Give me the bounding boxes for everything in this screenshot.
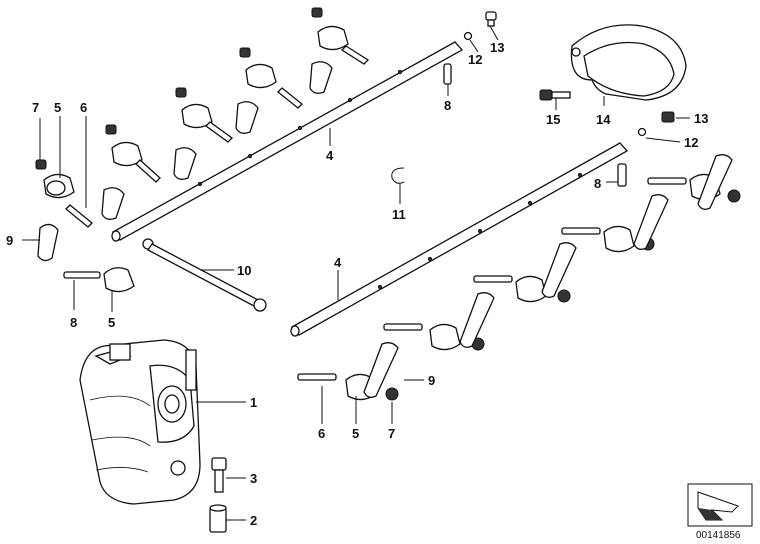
callout-13: 13 <box>490 40 504 55</box>
lower-lever-set-5 <box>297 342 399 401</box>
callout-10: 10 <box>237 263 251 278</box>
callout-5b: 5 <box>108 315 115 330</box>
spacer-2 <box>209 504 227 533</box>
link-rod <box>63 238 267 312</box>
callout-8b: 8 <box>70 315 77 330</box>
callout-8: 8 <box>444 98 451 113</box>
callout-15: 15 <box>546 112 560 127</box>
corner-logo <box>687 483 753 527</box>
callouts: 13 12 8 4 7 5 6 9 10 8 5 15 14 13 12 8 1… <box>6 40 708 528</box>
callout-9: 9 <box>6 233 13 248</box>
lower-lever-set-2 <box>561 194 669 253</box>
lower-lever-set-1 <box>647 154 741 210</box>
callout-9b: 9 <box>428 373 435 388</box>
clip-part <box>391 163 627 187</box>
cover-part <box>539 24 687 137</box>
callout-5: 5 <box>54 100 61 115</box>
actuator-motor <box>79 339 201 505</box>
leader-lines <box>22 25 690 521</box>
callout-5c: 5 <box>352 426 359 441</box>
upper-shaft <box>111 41 464 242</box>
callout-6b: 6 <box>318 426 325 441</box>
lower-lever-set-4 <box>383 292 495 351</box>
callout-6: 6 <box>80 100 87 115</box>
lower-lever-set-3 <box>473 242 577 303</box>
diagram-number: 00141856 <box>696 530 741 541</box>
callout-13b: 13 <box>694 111 708 126</box>
callout-1: 1 <box>250 395 257 410</box>
callout-12b: 12 <box>684 135 698 150</box>
callout-7: 7 <box>32 100 39 115</box>
upper-lever-set-5 <box>309 7 370 94</box>
lower-shaft <box>290 142 629 337</box>
bolt-and-washer-top <box>443 11 497 85</box>
callout-8c: 8 <box>594 176 601 191</box>
callout-3: 3 <box>250 471 257 486</box>
upper-lever-set-3 <box>173 87 233 180</box>
upper-lever-set-1 <box>35 159 93 262</box>
callout-2: 2 <box>250 513 257 528</box>
callout-4b: 4 <box>334 255 342 270</box>
upper-lever-set-4 <box>235 47 303 134</box>
callout-12: 12 <box>468 52 482 67</box>
callout-14: 14 <box>596 112 611 127</box>
callout-4: 4 <box>326 148 334 163</box>
upper-lever-set-2 <box>101 124 161 220</box>
callout-7b: 7 <box>388 426 395 441</box>
bolt-3 <box>211 457 227 493</box>
callout-11: 11 <box>392 207 406 222</box>
